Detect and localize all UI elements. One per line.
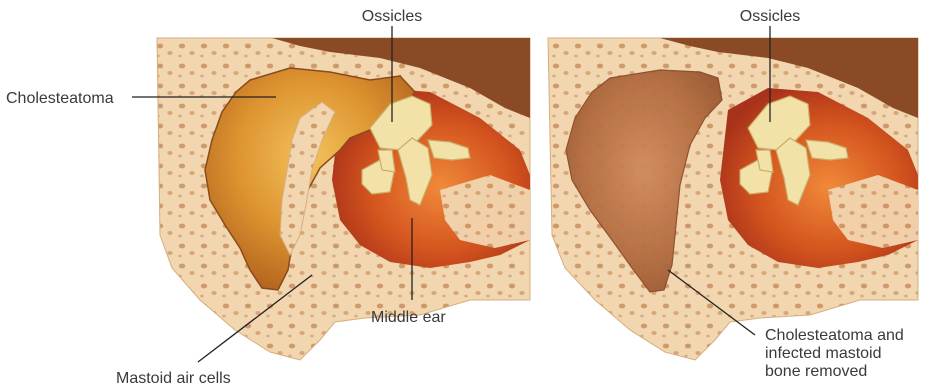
label-ossicles-left: Ossicles	[362, 8, 422, 25]
label-mastoid-air-cells: Mastoid air cells	[116, 370, 231, 387]
label-cholesteatoma: Cholesteatoma	[6, 90, 114, 107]
label-middle-ear: Middle ear	[371, 309, 446, 326]
label-ossicles-right: Ossicles	[740, 8, 800, 25]
label-removed-line2: infected mastoid	[765, 345, 882, 362]
label-removed-line1: Cholesteatoma and	[765, 327, 904, 344]
label-removed-line3: bone removed	[765, 363, 867, 380]
left-panel	[157, 38, 530, 360]
right-panel	[548, 38, 918, 360]
